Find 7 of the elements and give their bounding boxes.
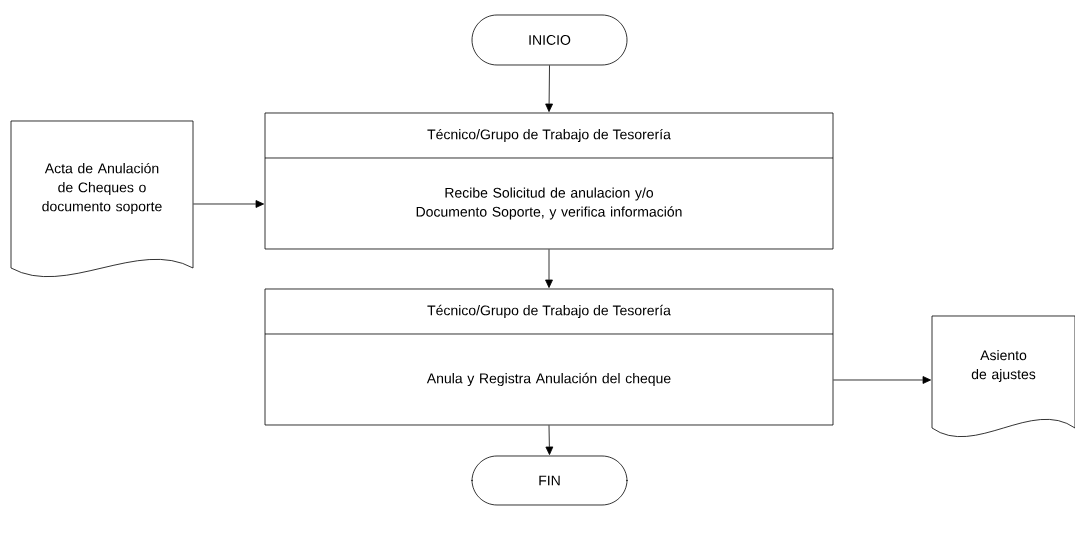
- arrow: [545, 249, 553, 288]
- process-box: Técnico/Grupo de Trabajo de Tesorería Anula y Registra Anulación del cheque: [264, 288, 834, 426]
- arrow: [545, 65, 553, 112]
- arrow: [833, 376, 931, 384]
- process-box: Técnico/Grupo de Trabajo de Tesorería Recibe Solicitud de anulacion y/o Documento Soporte, y verifica información: [264, 112, 834, 250]
- arrow: [545, 425, 554, 455]
- arrow: [193, 200, 265, 208]
